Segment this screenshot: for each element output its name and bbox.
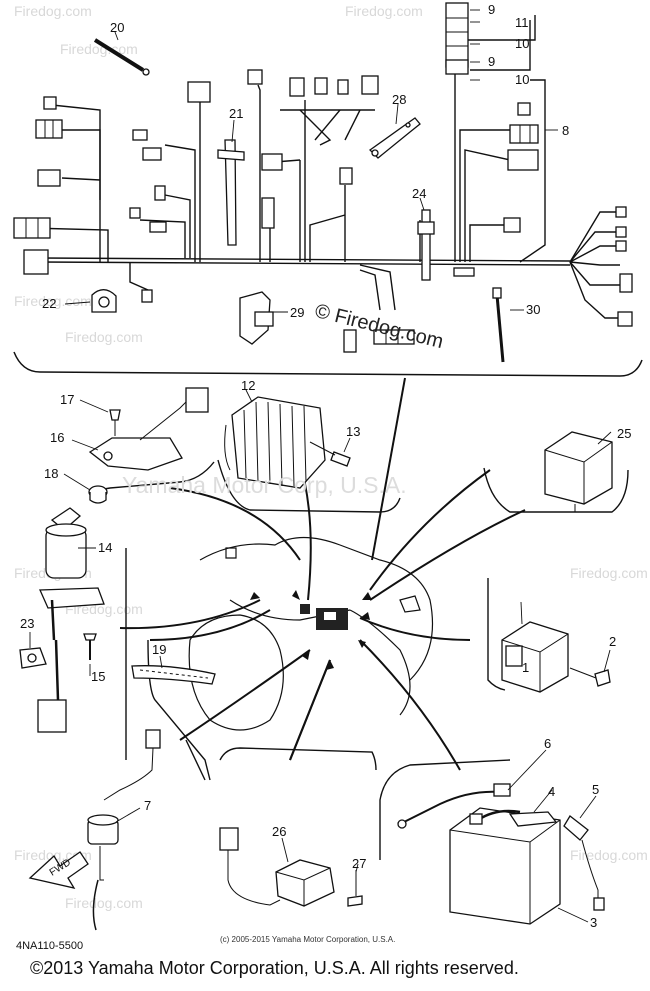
callout-9: 9 [488,54,495,69]
callout-21: 21 [229,106,243,121]
center-watermark: Yamaha Motor Corp, U.S.A. [122,472,407,498]
bracket-16 [88,387,209,471]
callout-8: 8 [562,123,569,138]
starter-relay-1 [501,621,569,693]
callout-22: 22 [42,296,56,311]
battery-3 [449,807,561,925]
part-code: 4NA110-5500 [16,940,84,952]
relay-25 [544,431,613,512]
band-21 [217,139,245,246]
cable-tie-20 [93,38,150,76]
rectifier-12 [224,396,326,489]
holder-23 [19,647,47,669]
callout-23: 23 [20,616,34,631]
watermark-text: Firedog.com [65,895,143,911]
bolt-13 [309,441,351,467]
callout-28: 28 [392,92,406,107]
battery-lead-5 [563,815,605,911]
callout-14: 14 [98,540,112,555]
callout-29: 29 [290,305,304,320]
callout-18: 18 [44,466,58,481]
callout-10: 10 [515,72,529,87]
callout-27: 27 [352,856,366,871]
callout-12: 12 [241,378,255,393]
watermark-text: Firedog.com [570,565,648,581]
lead-wire-6 [397,783,511,829]
callout-11: 11 [515,15,529,30]
callout-10: 10 [515,36,529,51]
callout-17: 17 [60,392,74,407]
callout-20: 20 [110,20,124,35]
main-switch-14 [37,507,105,733]
watermark-text: Firedog.com [65,329,143,345]
sensor-26 [219,827,335,907]
callout-4: 4 [548,784,555,799]
clamp-24 [417,209,435,281]
callout-leaders [29,9,612,923]
screw-27 [347,870,363,907]
bolt-15 [83,633,97,660]
bolt-2 [569,667,611,687]
bracket-28 [368,117,421,159]
callout-9: 9 [488,2,495,17]
callout-16: 16 [50,430,64,445]
callout-3: 3 [590,915,597,930]
callout-1: 1 [522,660,529,675]
connector-marker [300,604,310,614]
watermark-text: Firedog.com [14,293,92,309]
callout-7: 7 [144,798,151,813]
clamp-22 [91,289,117,313]
cable-tie-30 [492,287,505,363]
arrowheads [250,590,372,670]
screw-17 [109,409,121,436]
callout-25: 25 [617,426,631,441]
callout-19: 19 [152,642,166,657]
watermark-text: Firedog.com [570,847,648,863]
battery-band-4 [508,811,558,827]
watermark-text: Firedog.com [14,3,92,19]
callout-13: 13 [346,424,360,439]
harness-connectors [13,2,633,353]
copyright-footer: ©2013 Yamaha Motor Corporation, U.S.A. A… [30,958,519,978]
holder-29 [239,291,274,345]
callout-numbers: 1 2 3 4 5 6 7 8 9 9 10 10 11 12 13 14 15… [20,2,631,930]
watermark-layer: Firedog.com Firedog.com Firedog.com Fire… [14,3,648,911]
callout-6: 6 [544,736,551,751]
callout-26: 26 [272,824,286,839]
callout-30: 30 [526,302,540,317]
neutral-switch-7 [87,729,161,931]
cdi-unit-label-patch [324,612,336,620]
callout-2: 2 [609,634,616,649]
watermark-text: Firedog.com [345,3,423,19]
group-brackets [89,459,629,860]
callout-5: 5 [592,782,599,797]
grommet-18 [88,485,108,504]
fwd-arrow: FWD [28,851,89,889]
small-copyright: (c) 2005-2015 Yamaha Motor Corporation, … [220,935,396,944]
motorcycle-outline [188,536,434,731]
callout-15: 15 [91,669,105,684]
callout-24: 24 [412,186,426,201]
harness-group-bracket [13,351,643,377]
band-19 [131,665,216,685]
